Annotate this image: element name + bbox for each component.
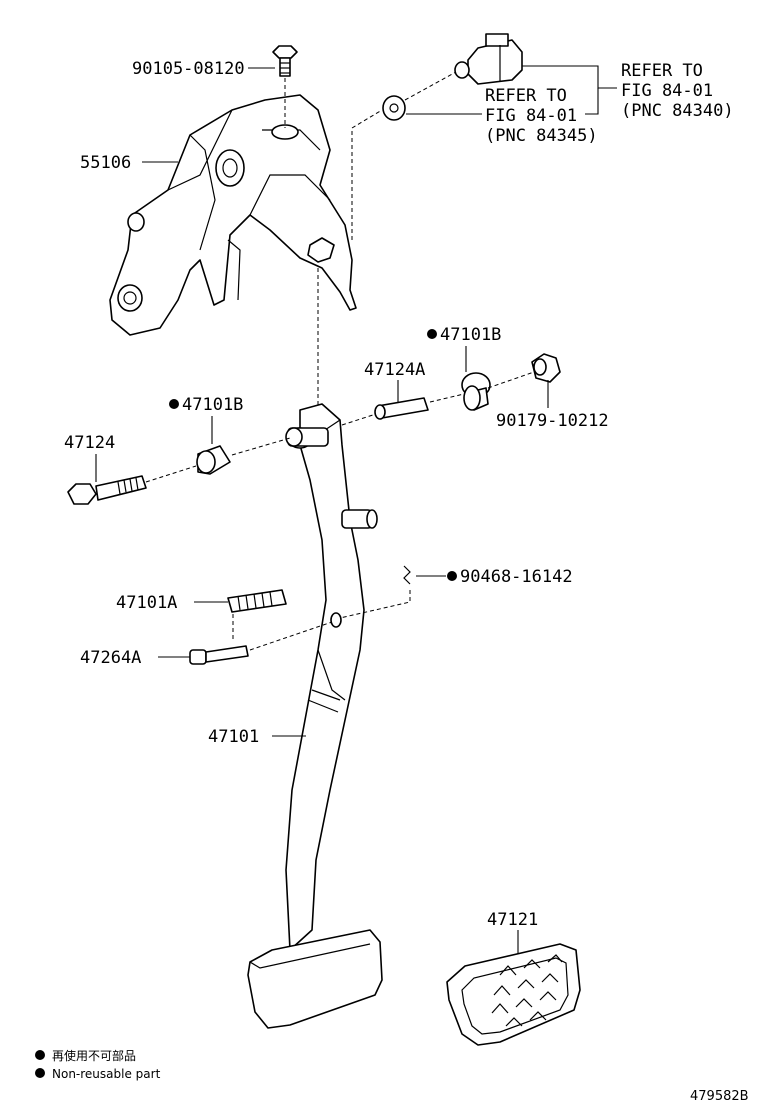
refer-b-line2: FIG 84-01 [485, 106, 577, 126]
refer-a-line3: (PNC 84340) [621, 101, 734, 121]
legend-dot-2 [35, 1068, 45, 1078]
legend-dot-1 [35, 1050, 45, 1060]
label-bushing-left: 47101B [182, 395, 243, 415]
label-pin: 47264A [80, 648, 141, 668]
stop-lamp-switch[interactable] [454, 33, 523, 85]
label-bolt-90105: 90105-08120 [132, 59, 245, 79]
clip-90468[interactable] [403, 565, 411, 585]
label-pedal-arm: 47101 [208, 727, 259, 747]
label-bolt-47124: 47124 [64, 433, 115, 453]
refer-b-line1: REFER TO [485, 86, 567, 106]
pin-47264a[interactable] [189, 645, 249, 665]
collar-47124a[interactable] [374, 397, 429, 420]
label-bushing-right: 47101B [440, 325, 501, 345]
bushing-right[interactable] [461, 372, 491, 411]
legend-item-japanese: 再使用不可部品 [52, 1048, 136, 1063]
bolt-47124[interactable] [67, 475, 147, 505]
bushing-left[interactable] [196, 445, 231, 475]
label-collar: 47124A [364, 360, 425, 380]
bolt-90105[interactable] [272, 45, 298, 77]
nut-90179[interactable] [531, 353, 561, 383]
refer-b-line3: (PNC 84345) [485, 126, 598, 146]
non-reusable-dot [427, 329, 437, 339]
refer-a-line1: REFER TO [621, 61, 703, 81]
non-reusable-dot [169, 399, 179, 409]
spring-47101a[interactable] [227, 589, 287, 613]
legend-item-english: Non-reusable part [52, 1067, 161, 1081]
label-nut: 90179-10212 [496, 411, 609, 431]
label-spring: 47101A [116, 593, 177, 613]
pedal-arm[interactable] [285, 403, 378, 951]
pedal-bracket[interactable] [109, 94, 357, 336]
refer-a-line2: FIG 84-01 [621, 81, 713, 101]
pedal-stopper-cushion[interactable] [382, 95, 406, 121]
label-pedal-pad: 47121 [487, 910, 538, 930]
label-bracket: 55106 [80, 153, 131, 173]
label-clip: 90468-16142 [460, 567, 573, 587]
figure-number: 479582B [690, 1089, 749, 1104]
pedal-pad-installed[interactable] [247, 929, 383, 1029]
pedal-pad-47121[interactable] [446, 943, 581, 1046]
non-reusable-dot [447, 571, 457, 581]
